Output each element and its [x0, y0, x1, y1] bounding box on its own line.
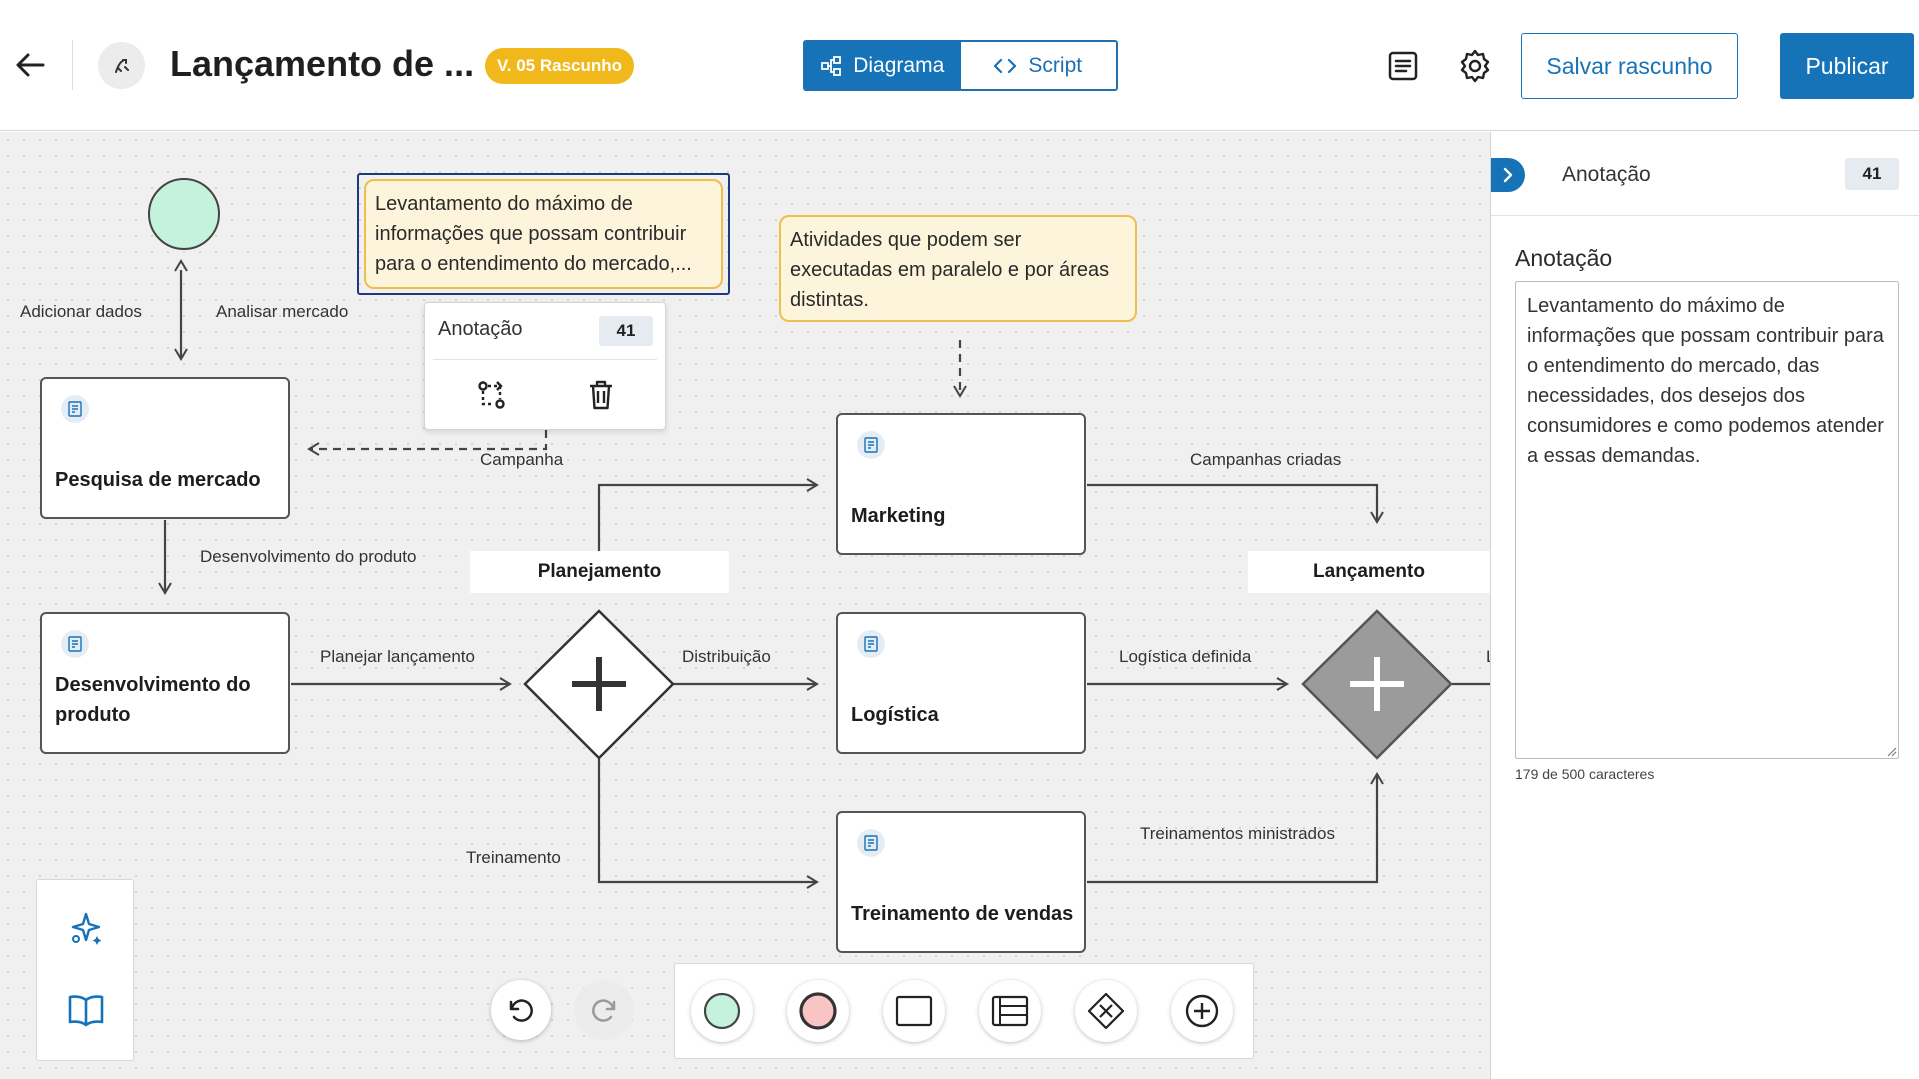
task-desenvolvimento-do-produto[interactable]: Desenvolvimento do produto [40, 612, 290, 754]
task-form-icon [857, 630, 885, 658]
trash-icon[interactable] [579, 373, 623, 417]
char-count: 179 de 500 caracteres [1515, 766, 1655, 782]
diagram-canvas[interactable]: Adicionar dados Analisar mercado Campanh… [0, 132, 1490, 1079]
header-divider [72, 40, 73, 90]
annotation-textarea[interactable]: Levantamento do máximo de informações qu… [1515, 281, 1899, 759]
task-form-icon [857, 829, 885, 857]
task-marketing[interactable]: Marketing [836, 413, 1086, 555]
edge-label-product-dev: Desenvolvimento do produto [200, 547, 417, 566]
annotation-parallel-activities[interactable]: Atividades que podem ser executadas em p… [779, 215, 1137, 322]
edge-label-add-data: Adicionar dados [20, 302, 142, 321]
annotation-popover: Anotação 41 [424, 302, 666, 430]
element-palette [674, 963, 1254, 1059]
edge-label-analyze-market: Analisar mercado [216, 302, 349, 321]
book-icon[interactable] [61, 985, 111, 1035]
task-form-icon [857, 431, 885, 459]
task-logistica[interactable]: Logística [836, 612, 1086, 754]
tab-diagram[interactable]: Diagrama [805, 42, 961, 89]
association-annotation-pesquisa[interactable] [307, 430, 548, 456]
panel-count-badge: 41 [1845, 158, 1899, 190]
task-form-icon [61, 630, 89, 658]
end-event-icon[interactable] [787, 980, 849, 1042]
popover-divider [433, 359, 657, 360]
edge-treinamento-lancamento[interactable] [1087, 772, 1384, 884]
gateway-planejamento[interactable] [523, 609, 675, 760]
task-treinamento-de-vendas[interactable]: Treinamento de vendas [836, 811, 1086, 953]
gateway-icon[interactable] [1075, 980, 1137, 1042]
popover-title: Anotação [438, 318, 523, 340]
edge-planejamento-treinamento[interactable] [597, 758, 819, 889]
top-bar: Lançamento de ... V. 05 Rascunho Diagram… [0, 0, 1919, 131]
diagram-icon [821, 55, 842, 76]
gear-icon[interactable] [1456, 47, 1494, 85]
page-title: Lançamento de ... [170, 43, 475, 84]
annotation-field-label: Anotação [1515, 245, 1613, 271]
edge-label-training: Treinamento [466, 848, 561, 867]
tab-script-label: Script [1028, 53, 1083, 77]
gateway-label-lancamento: Lançamento [1248, 551, 1490, 593]
edge-label-campaign: Campanha [480, 450, 564, 469]
pool-icon[interactable] [979, 980, 1041, 1042]
tab-diagram-label: Diagrama [853, 53, 945, 77]
task-icon[interactable] [883, 980, 945, 1042]
task-form-icon [61, 395, 89, 423]
undo-icon[interactable] [491, 980, 551, 1040]
task-label: Logística [851, 704, 939, 726]
back-arrow-icon[interactable] [12, 47, 48, 83]
task-label: Marketing [851, 505, 946, 527]
start-event-icon[interactable] [691, 980, 753, 1042]
connect-icon[interactable] [469, 373, 513, 417]
popover-count-badge: 41 [599, 316, 653, 346]
edge-marketing-lancamento[interactable] [1087, 483, 1384, 524]
code-icon [994, 58, 1017, 73]
edge-label-plan-launch: Planejar lançamento [320, 647, 475, 666]
edge-label-campaigns-created: Campanhas criadas [1190, 450, 1342, 469]
side-toolbar [36, 879, 134, 1061]
annotation-market-research[interactable]: Levantamento do máximo de informações qu… [364, 179, 723, 289]
edge-label-trainings-delivered: Treinamentos ministrados [1140, 824, 1335, 843]
document-list-icon[interactable] [1384, 47, 1422, 85]
task-label: Desenvolvimento do produto [55, 674, 251, 726]
publish-button[interactable]: Publicar [1780, 33, 1914, 99]
edge-planejamento-marketing[interactable] [597, 478, 819, 552]
view-toggle: Diagrama Script [803, 40, 1118, 91]
resize-grip-icon[interactable] [1885, 745, 1897, 757]
properties-panel: Anotação 41 Anotação Levantamento do máx… [1490, 132, 1919, 1079]
redo-icon[interactable] [574, 980, 634, 1040]
task-label: Pesquisa de mercado [55, 469, 261, 491]
version-badge: V. 05 Rascunho [485, 48, 635, 84]
chevron-right-icon[interactable] [1491, 158, 1525, 192]
edge-label-cut: L [1486, 647, 1490, 667]
panel-title: Anotação [1562, 163, 1651, 186]
edge-label-logistics-defined: Logística definida [1119, 647, 1252, 666]
task-label: Treinamento de vendas [851, 903, 1074, 925]
gateway-lancamento[interactable] [1301, 609, 1453, 760]
diagram-edges [158, 259, 1490, 889]
process-icon [98, 42, 145, 89]
start-event[interactable] [148, 178, 220, 250]
edge-label-distribution: Distribuição [682, 647, 771, 666]
gateway-label-planejamento: Planejamento [470, 551, 729, 593]
save-draft-button[interactable]: Salvar rascunho [1521, 33, 1738, 99]
add-icon[interactable] [1171, 980, 1233, 1042]
task-pesquisa-de-mercado[interactable]: Pesquisa de mercado [40, 377, 290, 519]
tab-script[interactable]: Script [960, 42, 1116, 89]
selection-frame [357, 173, 730, 295]
ai-sparkle-icon[interactable] [61, 904, 111, 954]
panel-divider [1491, 215, 1919, 216]
